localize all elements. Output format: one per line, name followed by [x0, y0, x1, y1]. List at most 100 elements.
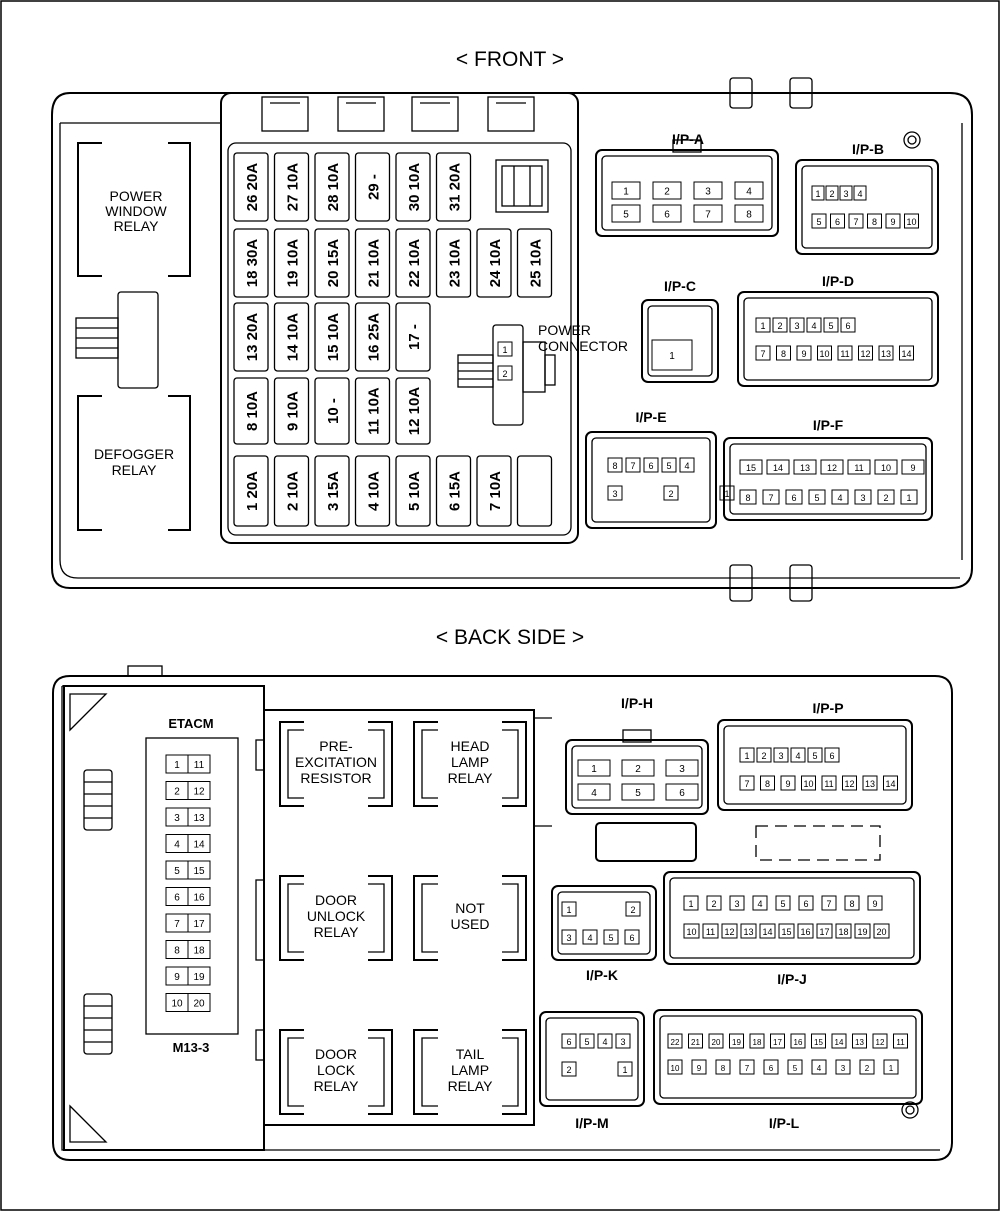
power-connector-label-line2: CONNECTOR	[538, 338, 628, 354]
connector-pin-number: 4	[811, 321, 816, 331]
connector-pin-number: 6	[845, 321, 850, 331]
connector-pin	[808, 489, 826, 505]
relay-label: LAMP	[451, 1062, 489, 1078]
connector-pin	[883, 1059, 899, 1075]
connector-pin-number: 19	[857, 927, 867, 937]
connector-pin-number: 3	[679, 764, 685, 775]
connector-pin-number: 20	[712, 1038, 721, 1047]
etacm-pin-number: 1	[174, 760, 180, 771]
connector-label: I/P-L	[769, 1115, 800, 1131]
connector-pin	[621, 783, 655, 801]
connector-pin	[688, 1033, 703, 1049]
connector-pin-number: 9	[785, 779, 790, 789]
connector-pin	[579, 1033, 595, 1049]
connector-pin-number: 4	[602, 1037, 607, 1047]
connector-pin	[811, 213, 827, 229]
connector-pin	[752, 895, 768, 911]
connector-pin	[739, 747, 755, 763]
connector-pin-number: 4	[587, 933, 592, 943]
fuse-label: 2 10A	[285, 471, 302, 511]
connector-pin	[651, 339, 693, 371]
fuse-slot	[395, 152, 431, 222]
connector-pin-number: 9	[872, 899, 877, 909]
connector-pin-number: 5	[793, 1064, 798, 1073]
connector-label: I/P-B	[852, 141, 884, 157]
connector-pin-number: 3	[705, 187, 711, 198]
fuse-slot	[354, 302, 391, 372]
connector-pin-number: 3	[566, 933, 571, 943]
power-window-relay-line2: WINDOW	[105, 203, 167, 219]
connector-pin-number: 6	[629, 933, 634, 943]
etacm-pin-number: 7	[174, 919, 180, 930]
connector-pin-number: 19	[732, 1038, 741, 1047]
connector-pin-number: 1	[815, 189, 820, 199]
connector-pin	[652, 181, 682, 200]
connector-pin-number: 2	[865, 1064, 870, 1073]
connector-pin-number: 10	[906, 217, 916, 227]
connector-pin-number: 6	[803, 899, 808, 909]
relay-label: LOCK	[317, 1062, 356, 1078]
connector-pin-number: 18	[753, 1038, 762, 1047]
defogger-relay-socket	[77, 395, 191, 531]
connector-pin-number: 7	[768, 493, 773, 503]
relay-label: EXCITATION	[295, 754, 377, 770]
fuse-label: 28 10A	[325, 163, 342, 212]
fuse-slot	[395, 377, 431, 445]
etacm-pin-number: 20	[193, 999, 205, 1010]
connector-pin-number: 7	[853, 217, 858, 227]
connector-pin	[797, 923, 814, 939]
connector-pin-number: 9	[890, 217, 895, 227]
connector-pin-number: 13	[743, 927, 753, 937]
connector-pin	[625, 457, 641, 473]
defogger-relay-line2: RELAY	[112, 462, 158, 478]
connector-pin	[611, 181, 641, 200]
mini-relay	[495, 159, 549, 213]
connector-pin	[561, 1033, 577, 1049]
etacm-pin-number: 10	[171, 999, 183, 1010]
fuse-slot	[314, 302, 350, 372]
connector-pin-number: 1	[889, 1064, 894, 1073]
connector-pin-number: 9	[910, 463, 915, 473]
fuse-slot	[516, 228, 553, 298]
connector-pin	[661, 457, 677, 473]
power-connector-pin-2: 2	[502, 369, 507, 379]
connector-pin	[835, 1059, 851, 1075]
connector-pin	[787, 1059, 803, 1075]
connector-pin-number: 4	[857, 189, 862, 199]
connector-pin	[775, 895, 791, 911]
connector-pin-number: 15	[746, 463, 756, 473]
connector-pin-number: 16	[794, 1038, 803, 1047]
connector-pin	[817, 345, 832, 361]
fuse-label: 4 10A	[366, 471, 383, 511]
connector-pin	[715, 1059, 731, 1075]
connector-pin-number: 1	[744, 751, 749, 761]
connector-pin	[811, 185, 825, 201]
fuse-label: 14 10A	[285, 313, 302, 362]
connector-pin	[770, 1033, 785, 1049]
connector-pin	[893, 1033, 908, 1049]
connector-pin	[740, 923, 757, 939]
connector-pin-number: 13	[865, 779, 875, 789]
connector-pin-number: 10	[803, 779, 813, 789]
connector-pin-number: 11	[854, 463, 863, 473]
connector-pin	[873, 923, 890, 939]
connector-pin	[821, 775, 837, 791]
etacm-pin-number: 6	[174, 893, 180, 904]
connector-label: I/P-K	[586, 967, 618, 983]
fuse-label: 9 10A	[285, 391, 302, 431]
etacm-pin-number: 11	[194, 760, 205, 771]
connector-pin	[577, 759, 611, 777]
fuse-label: 26 20A	[244, 163, 261, 212]
connector-pin	[872, 1033, 888, 1049]
connector-pin	[901, 459, 925, 475]
fuse-slot-empty	[516, 455, 553, 527]
fuse-label: 11 10A	[366, 387, 383, 435]
fuse-slot	[314, 228, 350, 298]
connector-pin-number: 3	[612, 489, 617, 499]
